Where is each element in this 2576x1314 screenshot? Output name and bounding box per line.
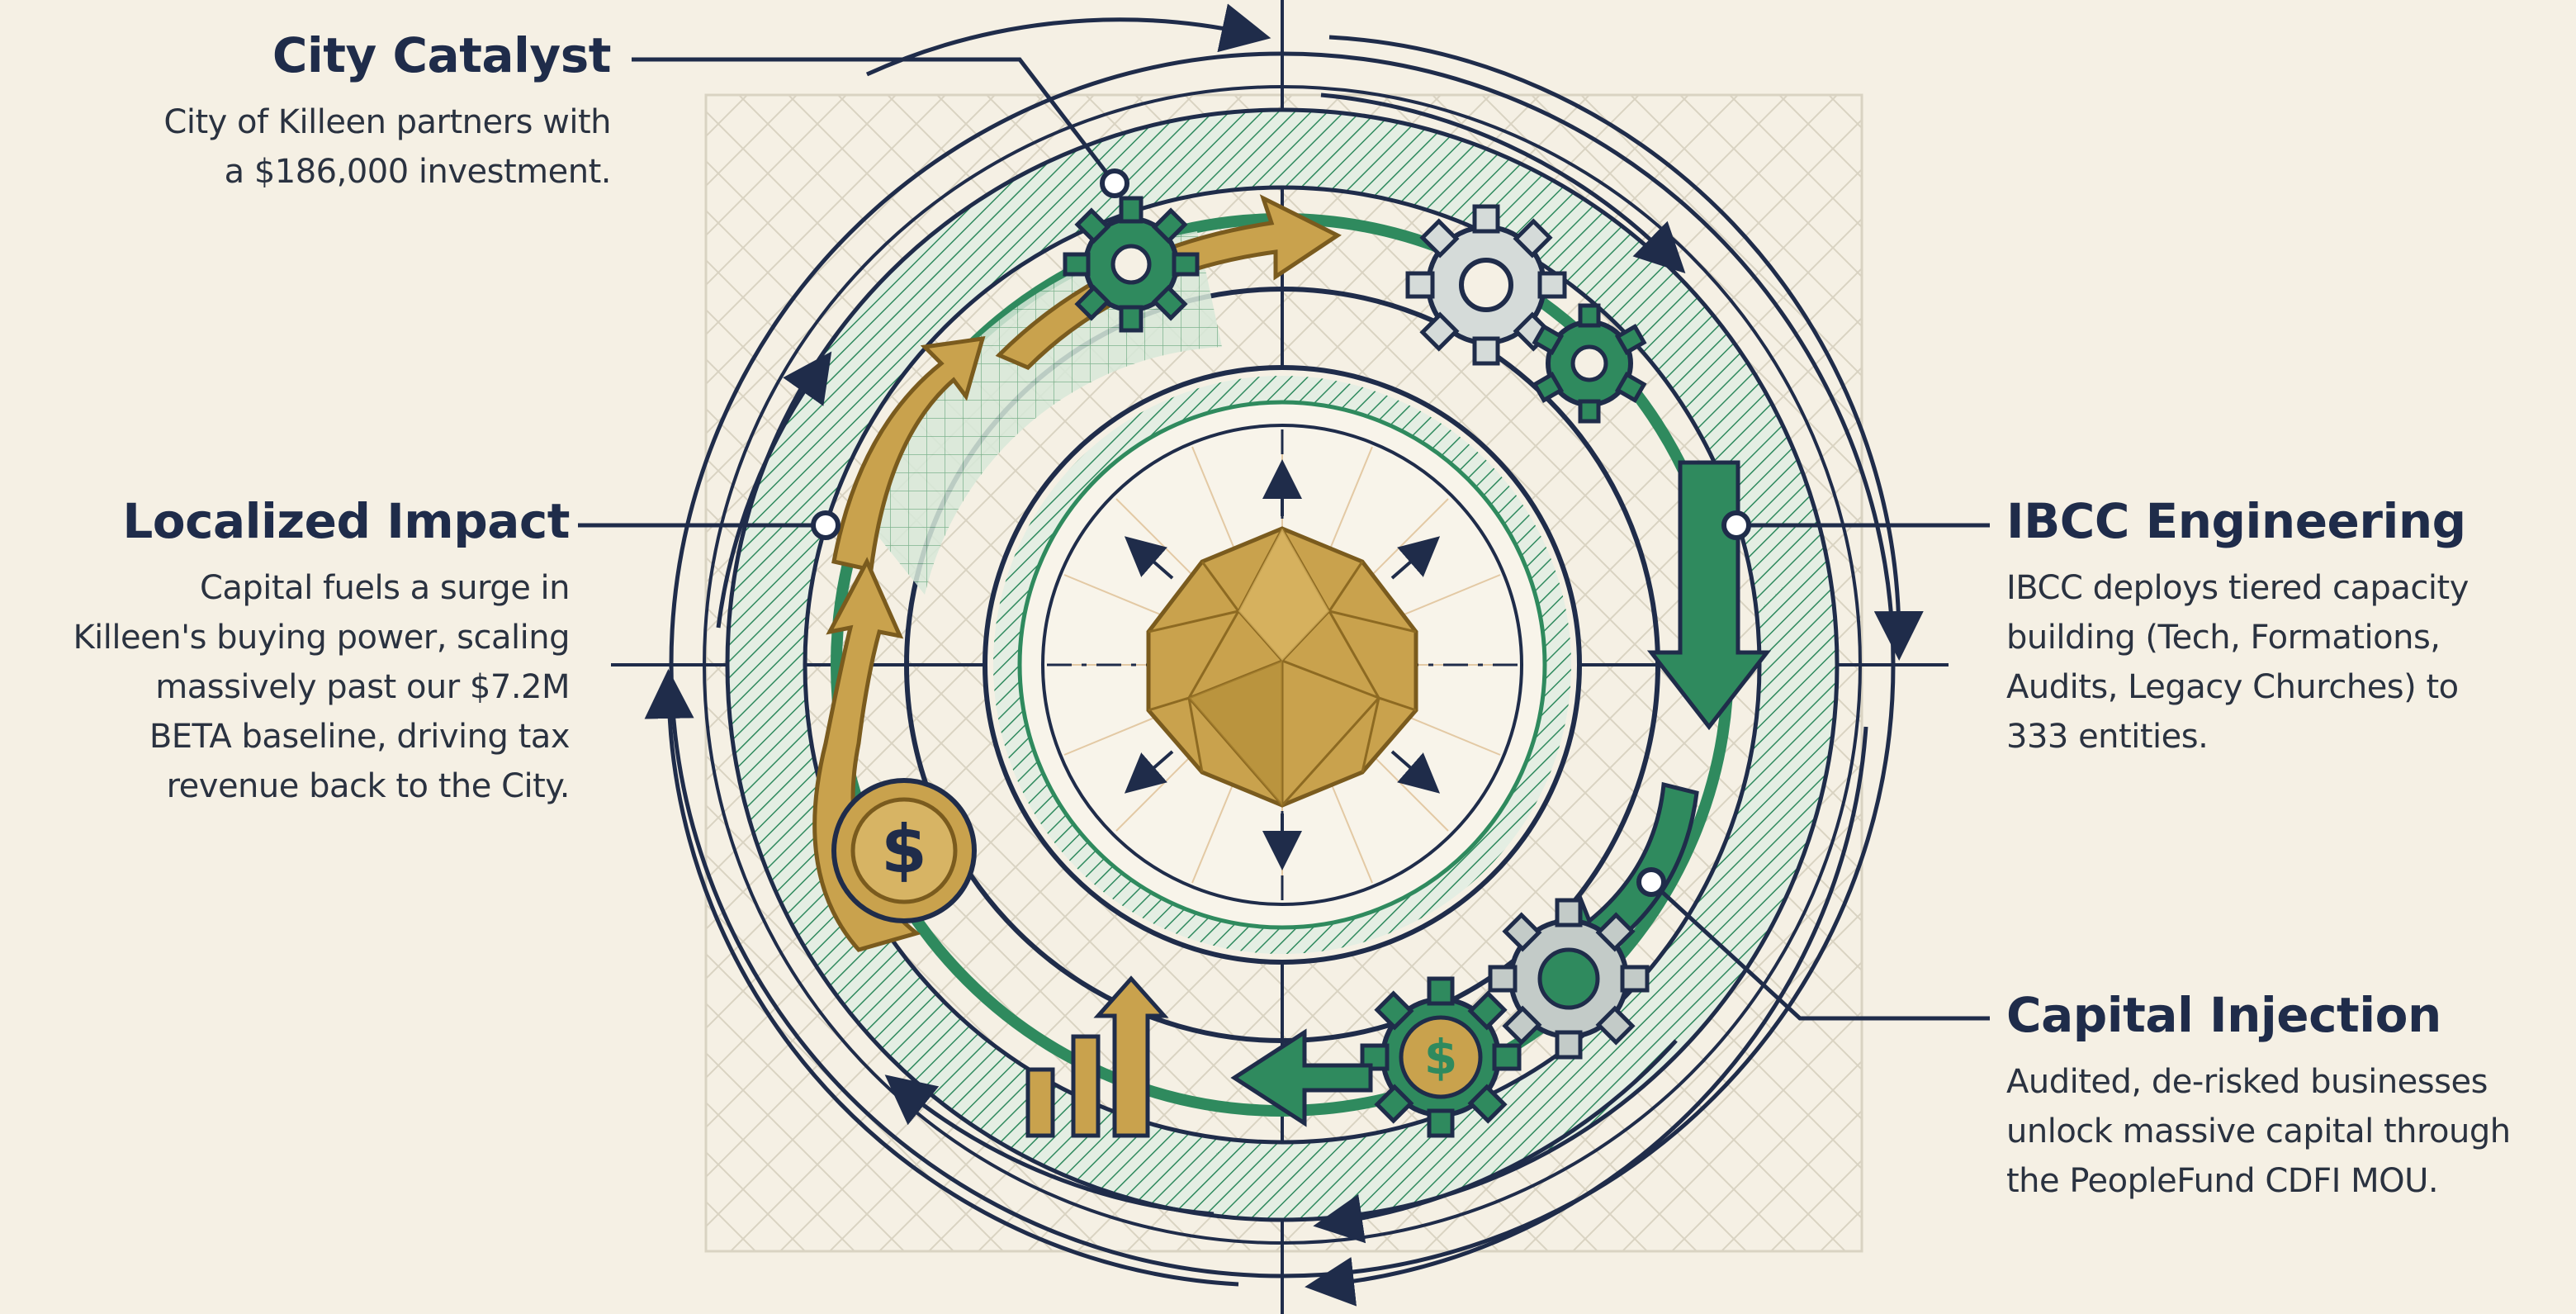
- callout-description: Audited, de-risked businesses unlock mas…: [2006, 1057, 2568, 1206]
- description-line: Capital fuels a surge in: [0, 563, 570, 613]
- callout-description: IBCC deploys tiered capacity building (T…: [2006, 563, 2551, 761]
- callout-title: City Catalyst: [50, 30, 611, 83]
- description-line: BETA baseline, driving tax: [0, 712, 570, 761]
- callout-ibcc-engineering: IBCC Engineering IBCC deploys tiered cap…: [2006, 496, 2551, 761]
- dollar-gear-icon: [1490, 900, 1647, 1057]
- description-line: unlock massive capital through: [2006, 1107, 2568, 1156]
- description-line: revenue back to the City.: [0, 761, 570, 811]
- dollar-coin-icon: $: [834, 780, 974, 921]
- gear-icon: [1065, 198, 1197, 330]
- dollar-symbol: $: [881, 811, 927, 888]
- description-line: building (Tech, Formations,: [2006, 613, 2551, 662]
- callout-description: Capital fuels a surge in Killeen's buyin…: [0, 563, 570, 811]
- callout-title: Capital Injection: [2006, 989, 2568, 1042]
- callout-localized-impact: Localized Impact Capital fuels a surge i…: [0, 496, 570, 811]
- callout-city-catalyst: City Catalyst City of Killeen partners w…: [50, 30, 627, 197]
- description-line: 333 entities.: [2006, 712, 2551, 761]
- description-line: IBCC deploys tiered capacity: [2006, 563, 2551, 613]
- callout-description: City of Killeen partners with a $186,000…: [50, 97, 611, 197]
- dollar-symbol: $: [1424, 1029, 1457, 1085]
- description-line: a $186,000 investment.: [50, 147, 611, 197]
- callout-title: Localized Impact: [0, 496, 570, 548]
- description-line: Killeen's buying power, scaling: [0, 613, 570, 662]
- description-line: the PeopleFund CDFI MOU.: [2006, 1156, 2568, 1206]
- callout-capital-injection: Capital Injection Audited, de-risked bus…: [2006, 989, 2568, 1206]
- dollar-gear-icon: $: [1362, 979, 1519, 1136]
- description-line: Audited, de-risked businesses: [2006, 1057, 2568, 1107]
- callout-title: IBCC Engineering: [2006, 496, 2551, 548]
- description-line: Audits, Legacy Churches) to: [2006, 662, 2551, 712]
- description-line: City of Killeen partners with: [50, 97, 611, 147]
- description-line: massively past our $7.2M: [0, 662, 570, 712]
